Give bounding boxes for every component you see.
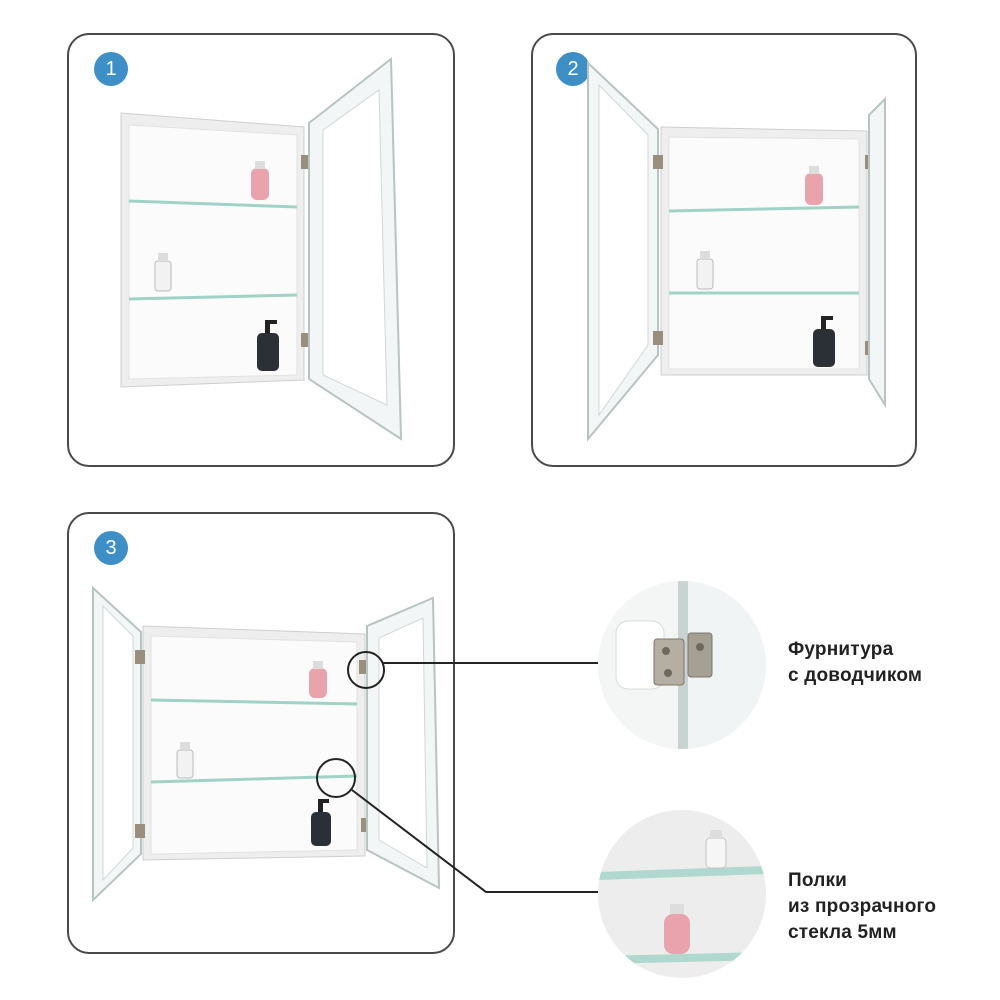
step-2-badge: 2 xyxy=(556,52,590,86)
soap-bottle-icon xyxy=(309,661,327,698)
shelves-callout-line: Полки xyxy=(788,870,848,891)
cabinet-both-doors-open-illustration xyxy=(587,60,886,442)
hinge-icon xyxy=(135,824,145,838)
step-1-badge: 1 xyxy=(94,52,128,86)
step-2-panel: 2 xyxy=(531,33,917,467)
hinge-icon xyxy=(301,333,311,347)
spray-bottle-icon xyxy=(154,253,172,292)
hinge-icon xyxy=(135,650,145,664)
step-3-panel: 3 xyxy=(67,512,455,954)
shelves-callout-text: Полки из прозрачного стекла 5мм xyxy=(788,868,936,946)
soap-bottle-icon xyxy=(251,161,269,200)
shelves-callout-line: из прозрачного xyxy=(788,896,937,917)
hardware-callout-line: Фурнитура xyxy=(788,639,894,660)
hinge-icon xyxy=(653,331,663,345)
soap-bottle-icon xyxy=(664,904,690,954)
hinge-icon xyxy=(301,155,311,169)
shelves-callout-line: стекла 5мм xyxy=(788,922,897,943)
spray-bottle-icon xyxy=(176,742,194,779)
dispenser-bottle-icon xyxy=(311,799,331,846)
step-3-badge: 3 xyxy=(94,531,128,565)
step-1-panel: 1 xyxy=(67,33,455,467)
cabinet-right-door-open-illustration xyxy=(120,56,403,441)
spray-bottle-icon xyxy=(705,830,727,869)
hinge-icon xyxy=(359,660,369,674)
shelf-zoom-circle xyxy=(598,810,766,978)
hardware-callout-text: Фурнитура с доводчиком xyxy=(788,637,922,689)
hardware-callout-line: с доводчиком xyxy=(788,665,923,686)
spray-bottle-icon xyxy=(696,251,714,290)
dispenser-bottle-icon xyxy=(813,316,835,367)
soap-bottle-icon xyxy=(805,166,823,205)
cabinet-wide-open-illustration xyxy=(92,585,441,903)
hinge-zoom-circle xyxy=(598,581,766,749)
hinge-icon xyxy=(653,155,663,169)
hinge-icon xyxy=(653,632,713,686)
dispenser-bottle-icon xyxy=(257,320,279,371)
